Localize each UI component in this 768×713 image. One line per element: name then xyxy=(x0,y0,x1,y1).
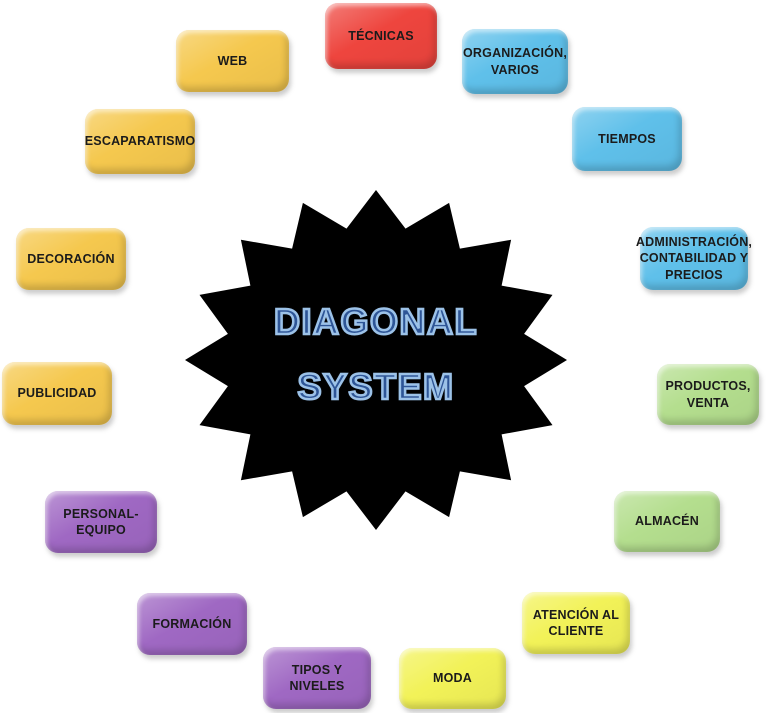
node-decoracion-label: DECORACIÓN xyxy=(27,251,115,266)
node-tiempos: TIEMPOS xyxy=(572,107,682,171)
node-formacion: FORMACIÓN xyxy=(137,593,247,655)
node-tiempos-label: TIEMPOS xyxy=(598,131,656,146)
node-productos-venta: PRODUCTOS, VENTA xyxy=(657,364,759,425)
node-decoracion: DECORACIÓN xyxy=(16,228,126,290)
node-productos-venta-label: PRODUCTOS, VENTA xyxy=(665,379,751,410)
node-tipos-y-niveles-label: TIPOS Y NIVELES xyxy=(289,662,345,693)
node-tecnicas-label: TÉCNICAS xyxy=(348,28,414,43)
node-escaparatismo: ESCAPARATISMO xyxy=(85,109,195,174)
node-almacen-label: ALMACÉN xyxy=(635,514,699,529)
node-almacen: ALMACÉN xyxy=(614,491,720,552)
node-organizacion-varios-label: ORGANIZACIÓN, VARIOS xyxy=(463,46,567,77)
node-moda: MODA xyxy=(399,648,506,709)
center-title-line2: SYSTEM xyxy=(296,365,455,408)
node-tipos-y-niveles: TIPOS Y NIVELES xyxy=(263,647,371,709)
center-title-line1: DIAGONAL xyxy=(273,300,478,343)
node-formacion-label: FORMACIÓN xyxy=(152,616,232,631)
node-publicidad: PUBLICIDAD xyxy=(2,362,112,425)
node-organizacion-varios: ORGANIZACIÓN, VARIOS xyxy=(462,29,568,94)
node-administracion-contabilidad-precios: ADMINISTRACIÓN, CONTABILIDAD Y PRECIOS xyxy=(636,227,752,290)
node-administracion-contabilidad-precios-label: ADMINISTRACIÓN, CONTABILIDAD Y PRECIOS xyxy=(635,235,753,282)
node-moda-label: MODA xyxy=(433,671,472,686)
node-tecnicas: TÉCNICAS xyxy=(325,3,437,69)
node-personal-equipo-label: PERSONAL- EQUIPO xyxy=(63,506,139,537)
node-web-label: WEB xyxy=(217,53,248,68)
node-personal-equipo: PERSONAL- EQUIPO xyxy=(45,491,157,553)
node-web: WEB xyxy=(176,30,289,92)
starburst-polygon xyxy=(185,190,567,530)
node-escaparatismo-label: ESCAPARATISMO xyxy=(84,134,196,149)
node-atencion-al-cliente-label: ATENCIÓN AL CLIENTE xyxy=(532,607,620,638)
node-publicidad-label: PUBLICIDAD xyxy=(17,386,97,401)
node-atencion-al-cliente: ATENCIÓN AL CLIENTE xyxy=(522,592,630,654)
